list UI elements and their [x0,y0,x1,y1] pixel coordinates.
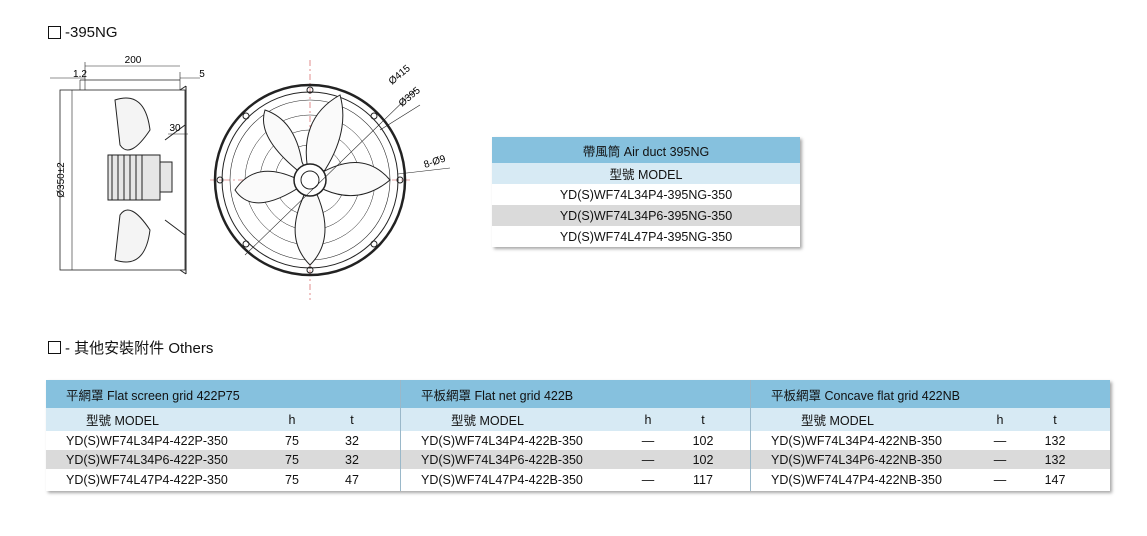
section-title-395ng: -395NG [48,24,118,41]
flat-screen-grid-table: 平網罩 Flat screen grid 422P75 型號 MODEL h t… [46,380,400,491]
table-header-row: 平板網罩 Flat net grid 422B [400,380,750,408]
h-cell: — [972,450,1028,469]
section-title-others: - 其他安裝附件 Others [48,337,213,358]
h-cell: — [972,431,1028,450]
air-duct-model-label: 型號 MODEL [492,163,800,184]
table-row: YD(S)WF74L47P4-422P-350 75 47 [46,469,400,491]
t-cell: 147 [1027,469,1083,491]
h-cell: — [620,431,676,450]
others-accessories-tables: 平網罩 Flat screen grid 422P75 型號 MODEL h t… [46,380,1110,491]
t-cell: 102 [675,431,731,450]
t-cell: 102 [675,450,731,469]
side-view [50,62,200,275]
dim-height: Ø350±2 [56,162,67,198]
t-cell: 32 [322,431,382,450]
column-header-row: 型號 MODEL h t [750,408,1110,431]
h-column-header: h [262,408,322,431]
h-cell: 75 [262,431,322,450]
table-row: YD(S)WF74L47P4-395NG-350 [492,226,800,247]
t-column-header: t [1027,408,1083,431]
section-title-text: - 其他安裝附件 Others [65,340,214,357]
h-column-header: h [620,408,676,431]
table-row: YD(S)WF74L34P6-395NG-350 [492,205,800,226]
model-column-header: 型號 MODEL [750,408,973,431]
h-cell: 75 [262,469,322,491]
air-duct-table: 帶風筒 Air duct 395NG 型號 MODEL YD(S)WF74L34… [492,137,800,247]
t-cell: 47 [322,469,382,491]
column-header-row: 型號 MODEL h t [400,408,750,431]
model-cell: YD(S)WF74L34P4-422B-350 [400,431,621,450]
dim-outer: Ø415 [387,63,413,87]
air-duct-header: 帶風筒 Air duct 395NG [492,137,800,163]
table-row: YD(S)WF74L34P4-422P-350 75 32 [46,431,400,450]
fan-technical-drawing: 1.2 200 5 30 Ø350±2 Ø415 Ø395 8-Ø9 [50,55,451,300]
model-cell: YD(S)WF74L34P4-395NG-350 [492,184,800,205]
h-cell: — [620,469,676,491]
dim-width: 200 [125,55,142,66]
table-row: YD(S)WF74L34P6-422P-350 75 32 [46,450,400,469]
dim-right: 5 [199,69,205,80]
model-cell: YD(S)WF74L34P4-422P-350 [46,431,262,450]
table-row: YD(S)WF74L34P6-422NB-350 — 132 [750,450,1110,469]
table-header-row: 平板網罩 Concave flat grid 422NB [750,380,1110,408]
t-cell: 132 [1027,450,1083,469]
dim-holes: 8-Ø9 [423,153,448,170]
table-header: 平板網罩 Flat net grid 422B [400,380,750,408]
model-column-header: 型號 MODEL [46,408,262,431]
table-row: YD(S)WF74L34P4-395NG-350 [492,184,800,205]
model-column-header: 型號 MODEL [400,408,621,431]
h-cell: 75 [262,450,322,469]
model-cell: YD(S)WF74L34P6-422NB-350 [750,450,973,469]
front-view [210,60,451,300]
air-duct-model-label-row: 型號 MODEL [492,163,800,184]
checkbox-square-icon [48,341,61,354]
model-cell: YD(S)WF74L34P4-422NB-350 [750,431,973,450]
checkbox-square-icon [48,26,61,39]
t-cell: 32 [322,450,382,469]
dim-left: 1.2 [73,69,87,80]
model-cell: YD(S)WF74L47P4-422P-350 [46,469,262,491]
model-cell: YD(S)WF74L47P4-395NG-350 [492,226,800,247]
table-row: YD(S)WF74L47P4-422NB-350 — 147 [750,469,1110,491]
t-cell: 117 [675,469,731,491]
section-title-text: -395NG [65,24,118,41]
table-row: YD(S)WF74L34P6-422B-350 — 102 [400,450,750,469]
concave-flat-grid-table: 平板網罩 Concave flat grid 422NB 型號 MODEL h … [750,380,1110,491]
table-header-row: 平網罩 Flat screen grid 422P75 [46,380,400,408]
table-header: 平板網罩 Concave flat grid 422NB [750,380,1110,408]
model-cell: YD(S)WF74L47P4-422B-350 [400,469,621,491]
table-header: 平網罩 Flat screen grid 422P75 [46,380,400,408]
t-column-header: t [675,408,731,431]
dim-30: 30 [169,123,181,134]
table-row: YD(S)WF74L34P4-422B-350 — 102 [400,431,750,450]
air-duct-header-row: 帶風筒 Air duct 395NG [492,137,800,163]
table-row: YD(S)WF74L47P4-422B-350 — 117 [400,469,750,491]
table-row: YD(S)WF74L34P4-422NB-350 — 132 [750,431,1110,450]
model-cell: YD(S)WF74L47P4-422NB-350 [750,469,973,491]
model-cell: YD(S)WF74L34P6-422B-350 [400,450,621,469]
model-cell: YD(S)WF74L34P6-395NG-350 [492,205,800,226]
t-column-header: t [322,408,382,431]
t-cell: 132 [1027,431,1083,450]
column-header-row: 型號 MODEL h t [46,408,400,431]
h-column-header: h [972,408,1028,431]
model-cell: YD(S)WF74L34P6-422P-350 [46,450,262,469]
flat-net-grid-table: 平板網罩 Flat net grid 422B 型號 MODEL h t YD(… [400,380,750,491]
h-cell: — [620,450,676,469]
h-cell: — [972,469,1028,491]
